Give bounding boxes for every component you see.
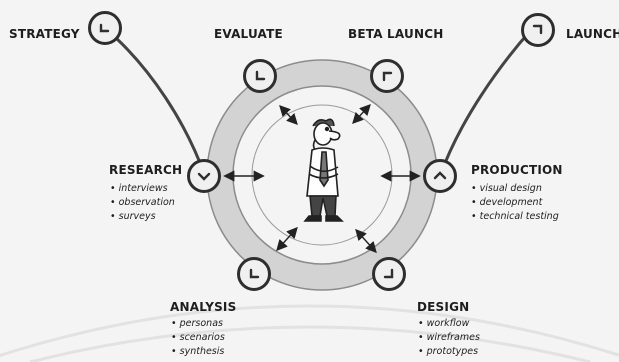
research-list: interviews observation surveys <box>110 182 175 224</box>
beta-launch-node <box>370 59 404 93</box>
list-item: interviews <box>110 182 175 196</box>
arrow-design <box>355 228 377 254</box>
analysis-title: ANALYSIS <box>170 300 237 314</box>
list-item: observation <box>110 196 175 210</box>
production-node <box>423 159 457 193</box>
list-item: prototypes <box>418 345 480 359</box>
analysis-list: personas scenarios synthesis <box>171 317 225 359</box>
chevron-check-icon <box>99 23 110 33</box>
arrow-analysis <box>276 226 298 252</box>
chevron-up-icon <box>433 171 447 180</box>
design-node <box>372 257 406 291</box>
design-list: workflow wireframes prototypes <box>418 317 480 359</box>
strategy-node <box>88 11 122 45</box>
analysis-node <box>237 257 271 291</box>
person-icon <box>303 118 344 222</box>
list-item: surveys <box>110 210 175 224</box>
research-node <box>187 159 221 193</box>
list-item: visual design <box>471 182 559 196</box>
background-arcs <box>0 304 619 362</box>
evaluate-node <box>243 59 277 93</box>
chevron-down-right-icon <box>383 268 394 279</box>
production-title: PRODUCTION <box>471 163 563 177</box>
design-title: DESIGN <box>417 300 470 314</box>
connection-arrows <box>223 103 421 254</box>
research-title: RESEARCH <box>109 163 183 177</box>
evaluate-label: EVALUATE <box>214 27 283 41</box>
arrow-evaluate <box>279 104 298 126</box>
list-item: workflow <box>418 317 480 331</box>
chevron-down-left-icon <box>249 268 260 279</box>
list-item: technical testing <box>471 210 559 224</box>
list-item: personas <box>171 317 225 331</box>
chevron-down-icon <box>197 172 211 181</box>
launch-node <box>521 13 555 47</box>
list-item: scenarios <box>171 331 225 345</box>
list-item: development <box>471 196 559 210</box>
chevron-left-icon <box>255 70 266 81</box>
list-item: synthesis <box>171 345 225 359</box>
launch-label: LAUNCH <box>566 27 619 41</box>
strategy-curve <box>114 36 207 177</box>
chevron-up-left-icon <box>382 71 393 82</box>
arrow-beta-launch <box>352 103 371 125</box>
beta-launch-label: BETA LAUNCH <box>348 27 444 41</box>
chevron-corner-icon <box>532 24 543 35</box>
list-item: wireframes <box>418 331 480 345</box>
strategy-label: STRATEGY <box>9 27 80 41</box>
production-list: visual design development technical test… <box>471 182 559 224</box>
launch-curve <box>438 29 533 177</box>
